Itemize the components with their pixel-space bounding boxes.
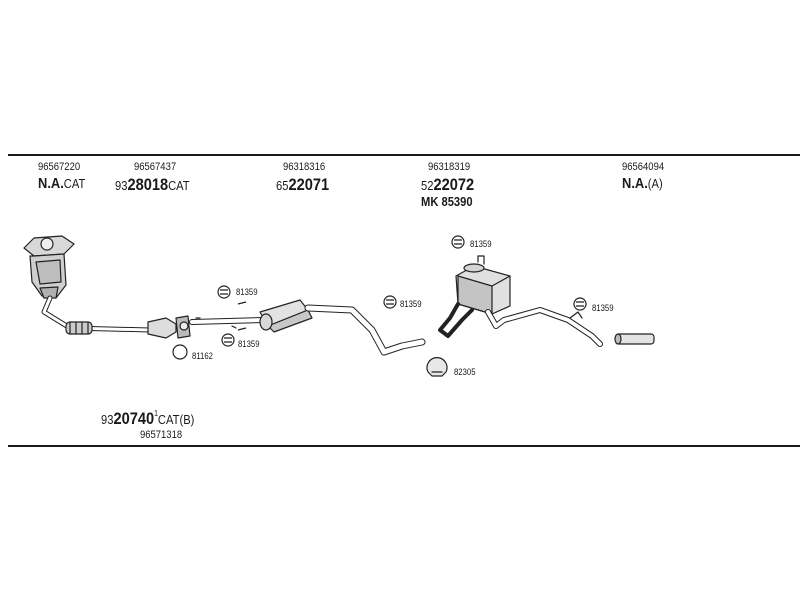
oem-number-4: 96318319	[428, 161, 471, 173]
bottom-divider	[8, 445, 800, 447]
oem-number-3: 96318316	[283, 161, 326, 173]
callout-label-1: 81359	[236, 287, 258, 297]
front-pipe	[41, 295, 153, 335]
callout-label-6: 82305	[454, 367, 476, 377]
callout-label-3: 81162	[192, 351, 213, 361]
intermediate-pipe	[189, 317, 265, 329]
rear-silencer	[438, 255, 603, 347]
callout-badge-3	[172, 344, 188, 360]
oem-number-5: 96564094	[622, 161, 665, 173]
part-number-5: N.A.(A)	[622, 175, 663, 192]
front-catalyst	[147, 315, 191, 339]
oem-number-1: 96567220	[38, 161, 81, 173]
part-number-2: 9328018CAT	[115, 175, 190, 194]
exhaust-clamp	[426, 357, 448, 377]
callout-badge-1	[217, 285, 231, 299]
tail-pipe	[614, 333, 655, 345]
oem-number-2: 96567437	[134, 161, 177, 173]
callout-label-5: 81359	[470, 239, 492, 249]
callout-badge-2	[221, 333, 235, 347]
oem-number-bottom: 96571318	[140, 429, 183, 441]
callout-symbols	[172, 235, 587, 360]
callout-badge-4	[383, 295, 397, 309]
callout-label-4: 81359	[400, 299, 422, 309]
part-number-1: N.A.CAT	[38, 175, 86, 192]
callout-badge-7	[573, 297, 587, 311]
callout-label-2: 81359	[238, 339, 260, 349]
part-number-4: 5222072	[421, 175, 475, 194]
kit-number: MK 85390	[421, 194, 473, 209]
top-divider	[8, 154, 800, 156]
bolt-marks	[237, 301, 247, 331]
part-number-3: 6522071	[276, 175, 330, 194]
callout-badge-5	[451, 235, 465, 249]
callout-label-7: 81359	[592, 303, 614, 313]
part-number-bottom: 93207401CAT(B)	[101, 409, 195, 428]
centre-silencer	[259, 299, 313, 333]
centre-pipe	[304, 304, 426, 356]
catalytic-converter-manifold	[23, 235, 75, 299]
